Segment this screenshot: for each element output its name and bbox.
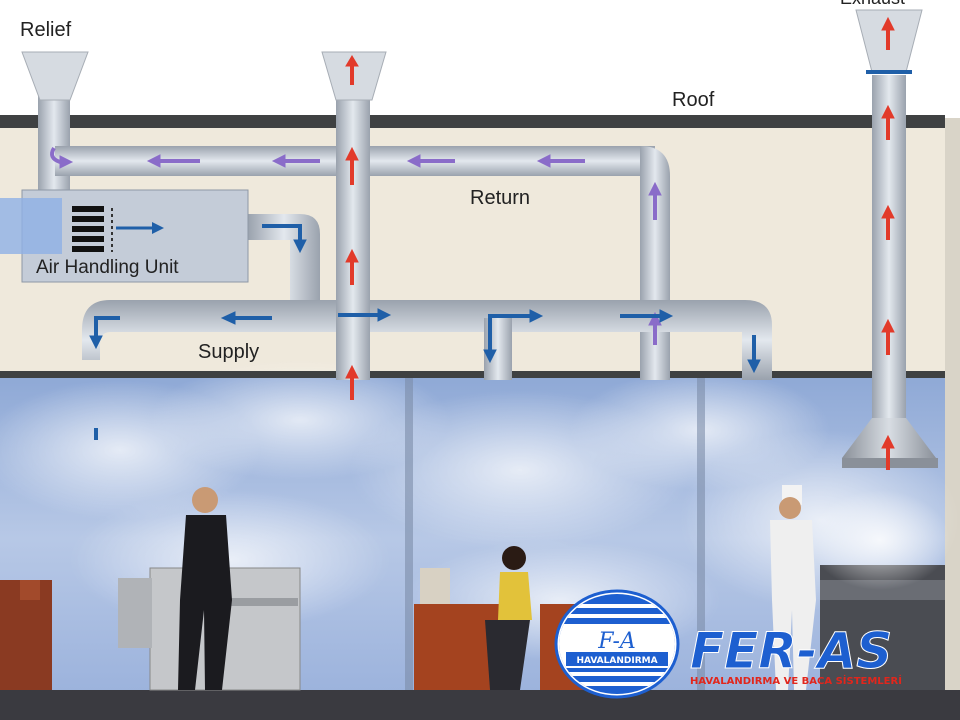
logo-tagline: HAVALANDIRMA VE BACA SİSTEMLERİ — [690, 673, 902, 687]
office-worker — [0, 487, 301, 691]
logo-emblem-sub: HAVALANDIRMA — [576, 656, 657, 666]
relief-hood — [21, 51, 89, 101]
exhaust-label: Exhaust — [840, 0, 905, 8]
logo-emblem-text: F-A — [597, 629, 636, 654]
partition-wall — [405, 378, 413, 698]
roof-slab — [0, 115, 945, 128]
supply-arrows — [89, 224, 761, 440]
roof-label: Roof — [672, 89, 715, 111]
chef — [770, 485, 950, 690]
relief-label: Relief — [20, 19, 72, 41]
logo-brand: FER-AS — [690, 622, 892, 680]
ahu-outflow-arrow — [116, 222, 164, 234]
ahu-intake — [0, 198, 62, 254]
ahu-label: Air Handling Unit — [36, 257, 179, 278]
floor — [0, 690, 960, 720]
return-label: Return — [470, 187, 530, 209]
partition-wall — [697, 378, 705, 698]
ceiling-slab — [0, 371, 945, 378]
return-arrows — [50, 146, 662, 345]
outside-area — [0, 0, 960, 118]
exhaust-duct-center — [336, 95, 370, 380]
fer-as-logo: F-A HAVALANDIRMA FER-AS HAVALANDIRMA VE … — [554, 589, 902, 699]
exhaust-arrows — [345, 16, 895, 470]
right-wall — [945, 118, 960, 720]
supply-label: Supply — [198, 341, 259, 363]
ahu-fan-icon — [72, 206, 104, 252]
